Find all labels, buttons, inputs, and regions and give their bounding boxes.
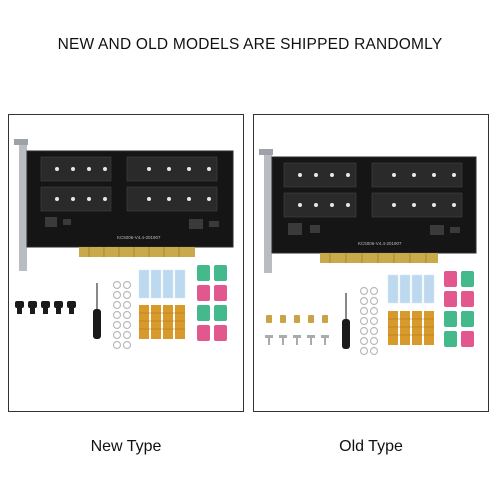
- product-photo-new-type: KC5006-V4.4-201907: [8, 114, 244, 412]
- pcb-silkscreen: KC5006-V4.4-201907: [117, 235, 161, 240]
- washers: [359, 286, 379, 356]
- headline: NEW AND OLD MODELS ARE SHIPPED RANDOMLY: [57, 36, 443, 53]
- brass-standoffs: [266, 315, 328, 323]
- product-illustration-old: KC5006-V4.4-201907: [259, 149, 477, 356]
- copper-heatsinks: [139, 305, 185, 339]
- pcie-connector: [79, 247, 195, 257]
- copper-heatsinks: [388, 311, 434, 345]
- caption-old-type: Old Type: [339, 438, 403, 455]
- product-illustration-new: KC5006-V4.4-201907: [14, 139, 234, 350]
- metal-bracket: [19, 143, 27, 271]
- product-photo-old-type: KC5006-V4.4-201907: [253, 114, 489, 412]
- washers: [112, 280, 132, 350]
- silver-screws: [265, 335, 329, 345]
- screwdriver: [342, 293, 350, 349]
- ssd-clips: [197, 265, 227, 341]
- pcb-silkscreen: KC5006-V4.4-201907: [358, 241, 402, 246]
- thermal-pads: [138, 269, 186, 299]
- ssd-clips: [444, 271, 474, 347]
- thermal-pads: [387, 274, 435, 304]
- metal-bracket: [264, 153, 272, 273]
- pcie-connector: [320, 253, 438, 263]
- caption-new-type: New Type: [90, 438, 162, 455]
- black-standoff-screws: [15, 301, 76, 314]
- screwdriver: [93, 283, 101, 339]
